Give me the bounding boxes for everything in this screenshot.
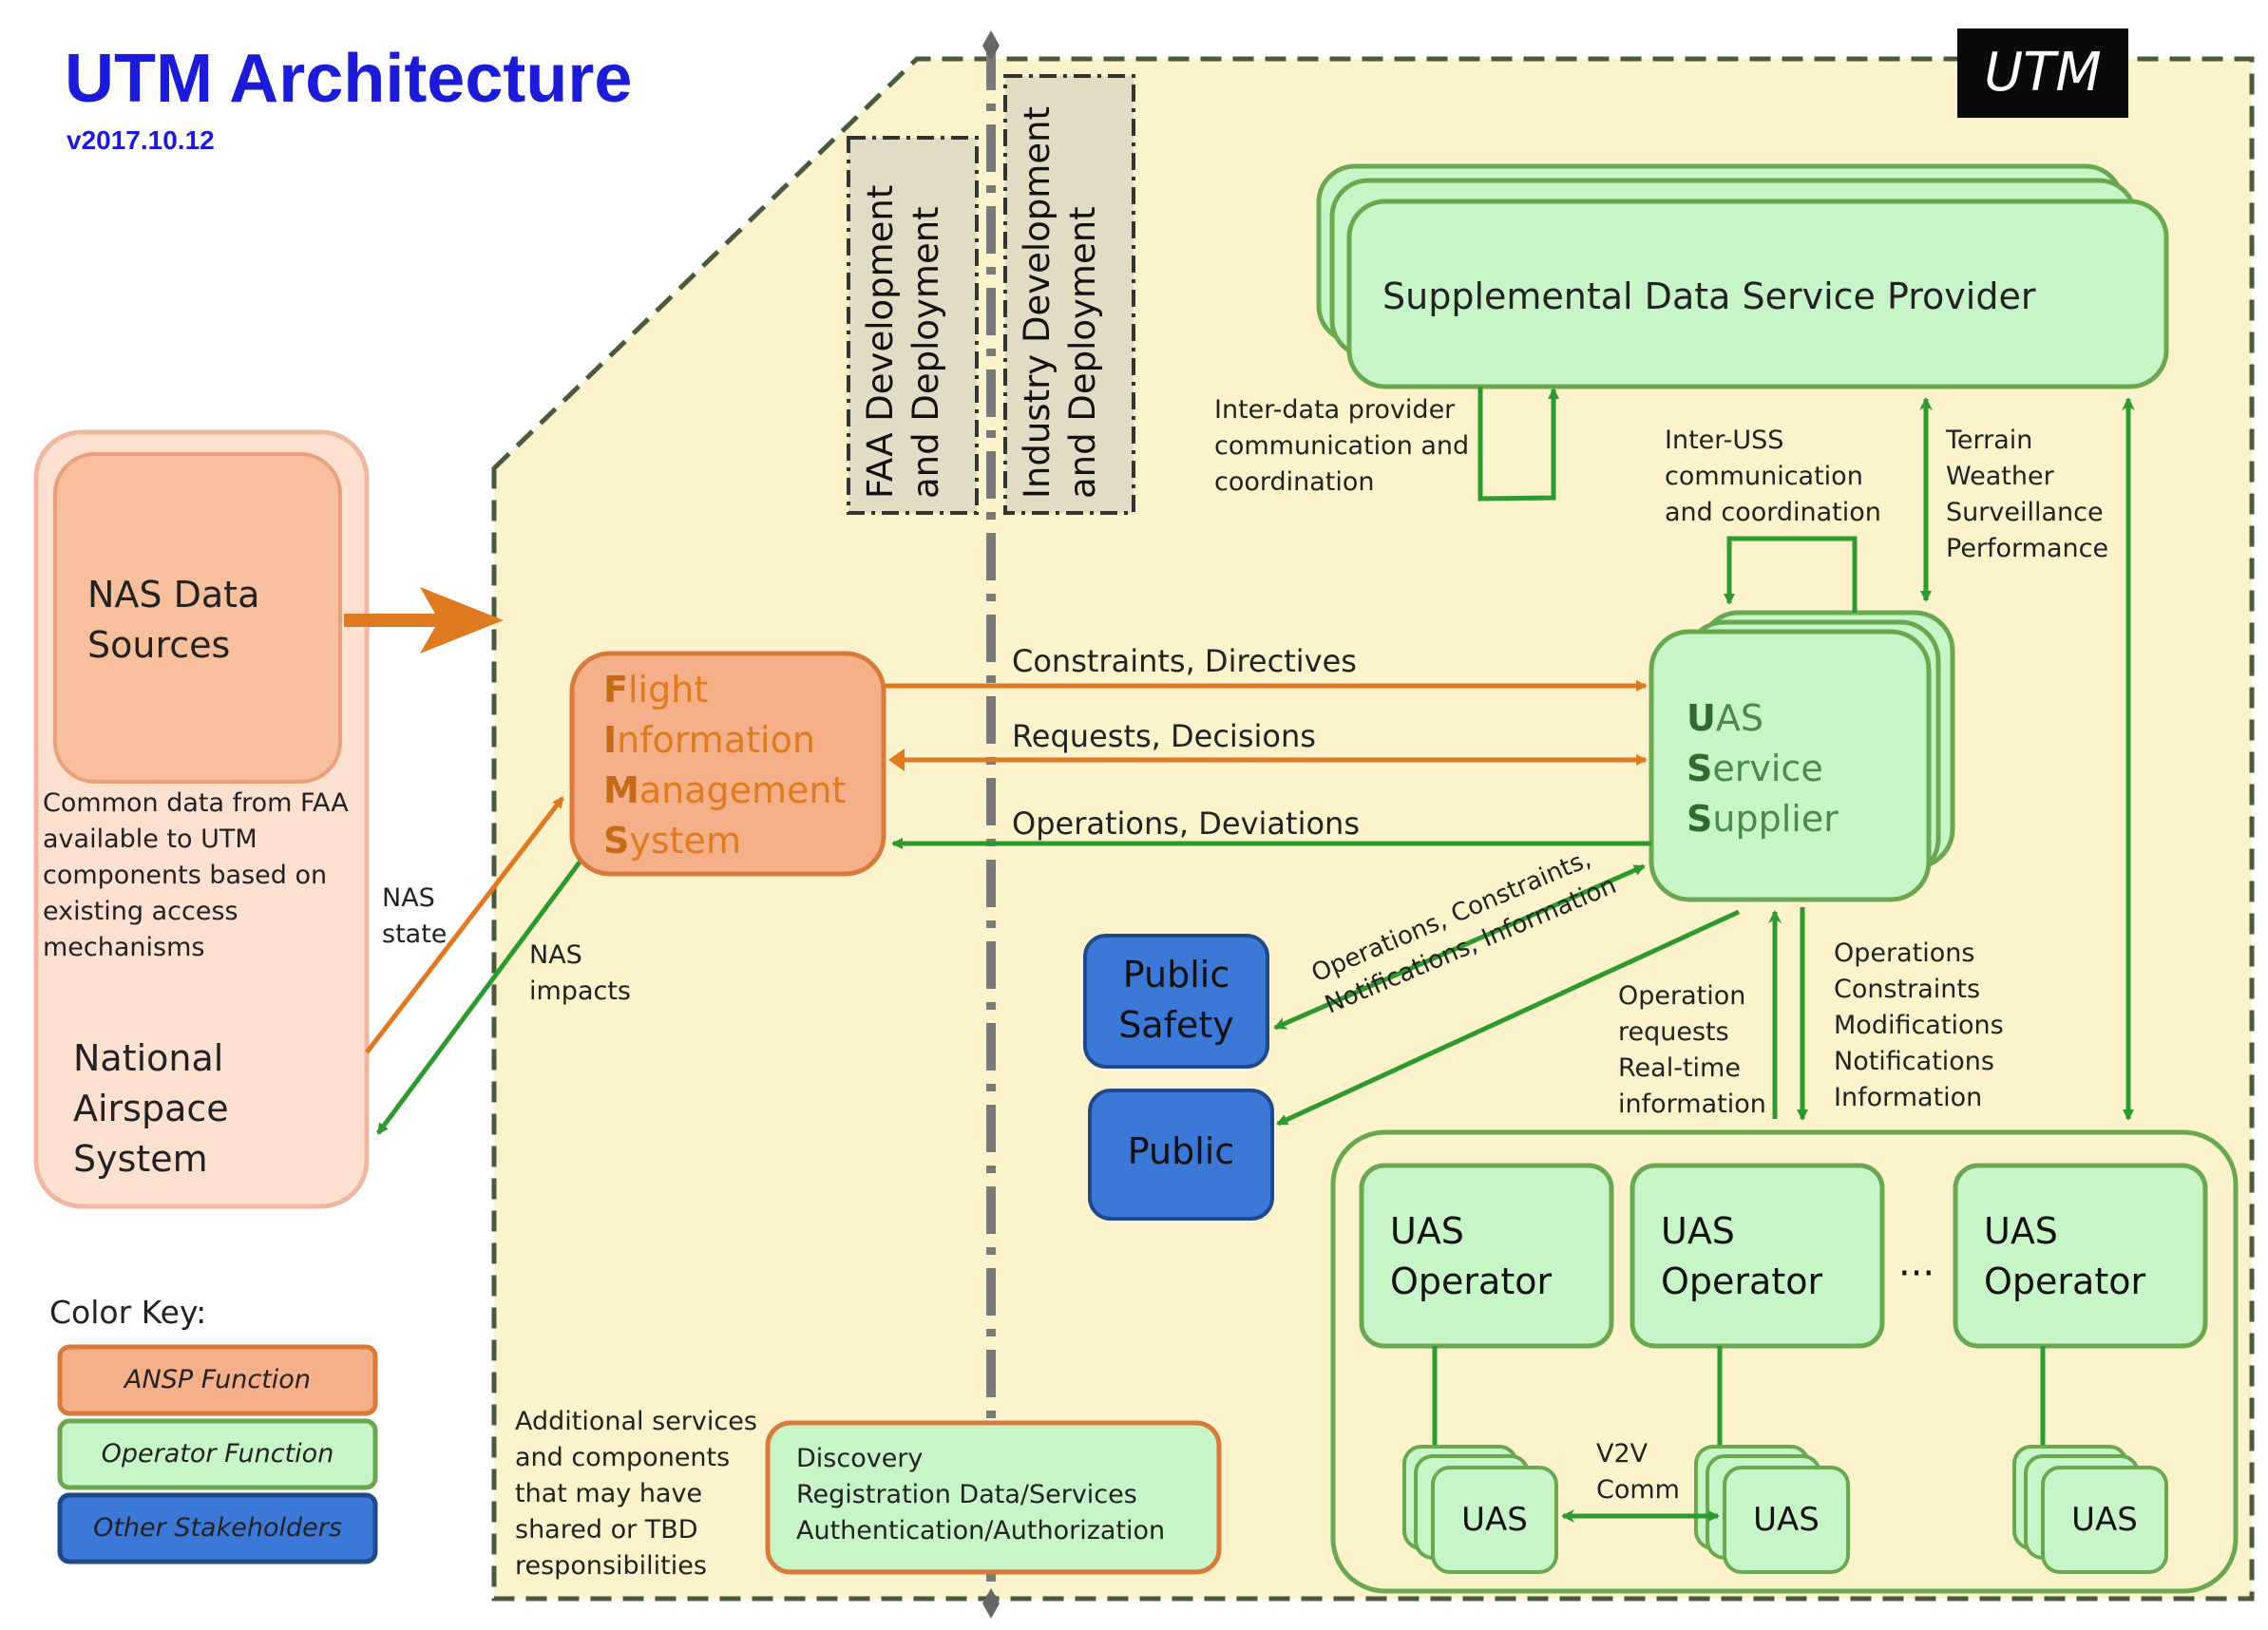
uas-label: UAS [1753,1501,1820,1539]
fims-line: Flight [603,669,709,711]
sdsp-data-types-label: Terrain Weather Surveillance Performance [1946,426,2109,563]
industry-deployment-box [1003,74,1135,515]
shared-services-box [765,1420,1222,1575]
uss-box [1649,629,1932,902]
nas-state-label: NAS state [382,883,448,949]
uas-label: UAS [1461,1501,1528,1539]
fims-box [569,651,886,877]
nas-impacts-arrow [375,858,584,1135]
page-title: UTM Architecture [65,41,633,117]
nas-data-sources-box [53,452,342,784]
fims-line: System [603,820,741,862]
uas-operator-label: UAS Operator [1390,1210,1553,1302]
public-label: Public [1127,1130,1235,1172]
public-box [1088,1089,1274,1221]
uss-label: UAS Service Supplier [1687,693,1839,844]
uas-operator-label: UAS Operator [1984,1210,2146,1302]
operators-ellipsis: ··· [1898,1252,1935,1296]
public-safety-label: Public Safety [1118,954,1234,1046]
uas-label: UAS [2071,1501,2138,1539]
uss-line: Service [1687,748,1823,789]
operations-to-operator-label: Operations Constraints Modifications Not… [1834,938,2004,1112]
v2v-comm-label: V2V Comm [1596,1439,1680,1505]
nas-impacts-label: NAS impacts [529,940,631,1006]
operations-deviations-label: Operations, Deviations [1012,806,1360,842]
sdsp-box [1346,199,2169,389]
uas-operator-label: UAS Operator [1661,1210,1823,1302]
key-ansp-swatch [57,1344,378,1416]
fims-label: Flight Information Management System [603,665,846,866]
version-label: v2017.10.12 [67,125,215,155]
sdsp-label: Supplemental Data Service Provider [1382,275,2036,317]
key-stakeholder-label: Other Stakeholders [93,1513,342,1543]
industry-deployment-label: Industry Development and Deployment [1017,105,1103,499]
uss-line: Supplier [1687,798,1839,840]
key-operator-label: Operator Function [101,1439,334,1469]
shared-services-list: Discovery Registration Data/Services Aut… [796,1444,1166,1545]
nas-data-sources-label: NAS Data Sources [87,574,260,666]
national-airspace-label: National Airspace System [73,1037,229,1180]
constraints-directives-label: Constraints, Directives [1012,643,1357,679]
public-safety-box [1083,934,1269,1069]
faa-deployment-label: FAA Development and Deployment [860,184,946,499]
inter-data-provider-label: Inter-data provider communication and co… [1214,395,1470,497]
faa-deployment-box [847,136,979,515]
fims-line: Information [603,719,815,761]
key-stakeholder-swatch [57,1492,378,1564]
shared-services-note: Additional services and components that … [515,1407,757,1581]
inter-uss-label: Inter-USS communication and coordination [1665,426,1881,527]
uss-line: UAS [1687,697,1763,739]
utm-badge-bg [1957,28,2128,118]
fims-line: Management [603,769,847,811]
key-ansp-label: ANSP Function [124,1365,311,1394]
operation-requests-label: Operation requests Real-time information [1618,981,1766,1119]
utm-badge: UTM [1984,42,2102,104]
requests-decisions-label: Requests, Decisions [1012,718,1316,754]
nas-state-arrow [365,796,564,1054]
key-operator-swatch [57,1418,378,1490]
nas-description: Common data from FAA available to UTM co… [43,788,349,962]
color-key-title: Color Key: [49,1294,207,1331]
